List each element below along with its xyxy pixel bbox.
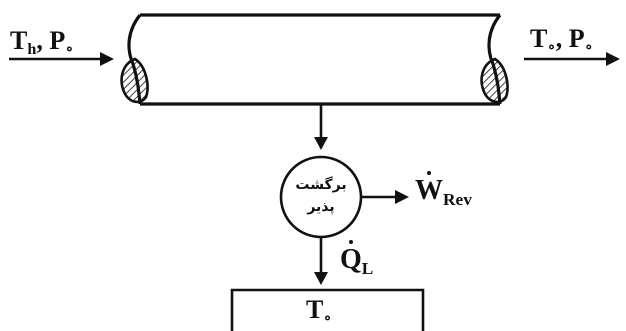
outlet-separator: , <box>555 24 563 53</box>
outlet-pressure-subscript: ∘ <box>584 39 593 57</box>
outlet-temp-symbol: T <box>530 24 548 53</box>
work-label: WRev <box>415 171 472 209</box>
reversible-engine-circle <box>279 155 363 239</box>
pipe-left-section <box>120 57 149 104</box>
inlet-label: Th, P∘ <box>10 26 74 59</box>
reservoir-temp-subscript: ∘ <box>323 310 332 328</box>
engine-label-line2: پذیر <box>307 199 335 215</box>
outlet-arrow <box>524 52 620 66</box>
heat-label: QL <box>340 240 374 278</box>
pipe-right-section <box>480 57 509 104</box>
heat-symbol: Q <box>340 240 362 275</box>
inlet-pressure-symbol: P <box>49 26 66 55</box>
reservoir-label: T∘ <box>306 295 332 328</box>
inlet-arrow <box>9 52 114 66</box>
inlet-temp-subscript: h <box>27 41 37 59</box>
work-symbol: W <box>415 171 443 206</box>
outlet-pressure-symbol: P <box>568 24 585 53</box>
outlet-label: T∘, P∘ <box>530 24 593 57</box>
inlet-temp-symbol: T <box>10 26 28 55</box>
reservoir-temp-symbol: T <box>306 295 324 324</box>
pipe <box>120 13 509 106</box>
work-subscript: Rev <box>443 189 472 209</box>
inlet-pressure-subscript: ∘ <box>65 41 74 59</box>
outlet-temp-subscript: ∘ <box>547 39 556 57</box>
work-arrow <box>362 190 409 204</box>
pipe-to-engine-arrow <box>314 105 328 150</box>
heat-subscript: L <box>361 258 374 278</box>
heat-arrow <box>314 238 328 285</box>
reservoir-box <box>230 288 425 331</box>
engine-label-line1: برگشت <box>295 177 347 193</box>
inlet-separator: , <box>36 26 43 55</box>
